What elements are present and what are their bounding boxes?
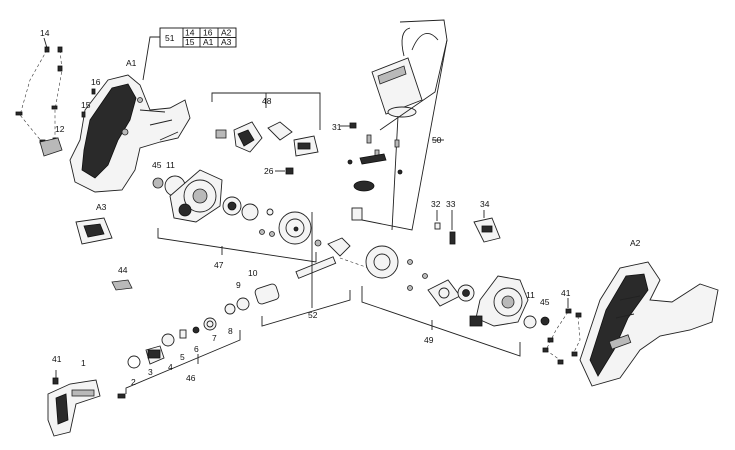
- callout-47: 47: [214, 260, 224, 270]
- table-cell: 15: [185, 37, 195, 47]
- callout-52: 52: [308, 310, 318, 320]
- callout-48: 48: [262, 96, 272, 106]
- callout-32: 32: [431, 199, 441, 209]
- callout-2: 2: [131, 377, 136, 387]
- switch-assembly-48: [211, 92, 321, 175]
- screw-group-41-right: [542, 298, 582, 365]
- screw-group-14-15-16: [15, 37, 96, 157]
- callout-26: 26: [264, 166, 274, 176]
- callout-4: 4: [168, 362, 173, 372]
- callout-5: 5: [180, 352, 185, 362]
- part-33: [449, 231, 456, 245]
- table-cell: A2: [221, 28, 232, 38]
- callout-33: 33: [446, 199, 456, 209]
- gearbox-assembly-47: [152, 169, 317, 263]
- callout-46: 46: [186, 373, 196, 383]
- callout-14: 14: [40, 28, 50, 38]
- callout-6: 6: [194, 344, 199, 354]
- callout-10: 10: [248, 268, 258, 278]
- callout-44: 44: [118, 265, 128, 275]
- callout-a2: A2: [630, 238, 641, 248]
- callout-12: 12: [55, 124, 65, 134]
- plunger-assembly-52: [261, 212, 381, 327]
- table-cell: 14: [185, 28, 195, 38]
- callout-11b: 11: [526, 290, 535, 300]
- callout-7: 7: [212, 333, 217, 343]
- table-key: 51: [165, 33, 175, 43]
- table-cell: 16: [203, 28, 213, 38]
- table-cell: A1: [203, 37, 214, 47]
- label-44: [111, 279, 133, 291]
- housing-half-a2: [579, 261, 719, 387]
- callout-41b: 41: [561, 288, 571, 298]
- motor-assembly-50: [340, 19, 448, 231]
- shoe-part-1: [47, 370, 126, 437]
- callout-45b: 45: [540, 297, 550, 307]
- housing-half-a1: [69, 74, 191, 193]
- callout-1: 1: [81, 358, 86, 368]
- callout-16: 16: [91, 77, 101, 87]
- blade-clamp-assembly-46: [125, 283, 280, 394]
- callout-9: 9: [236, 280, 241, 290]
- callout-50: 50: [432, 135, 442, 145]
- callout-11: 11: [166, 160, 175, 170]
- table-cell: A3: [221, 37, 232, 47]
- callout-a3: A3: [96, 202, 107, 212]
- callout-3: 3: [148, 367, 153, 377]
- callout-8: 8: [228, 326, 233, 336]
- callout-15: 15: [81, 100, 91, 110]
- callout-a1: A1: [126, 58, 137, 68]
- callout-45: 45: [152, 160, 162, 170]
- callout-49: 49: [424, 335, 434, 345]
- reference-table: 51 14 16 A2 15 A1 A3: [142, 28, 237, 81]
- cap-a3: [75, 217, 113, 245]
- part-32: [434, 222, 441, 230]
- callout-34: 34: [480, 199, 490, 209]
- callout-31: 31: [332, 122, 342, 132]
- gearbox-assembly-49: [361, 245, 550, 357]
- callout-41: 41: [52, 354, 62, 364]
